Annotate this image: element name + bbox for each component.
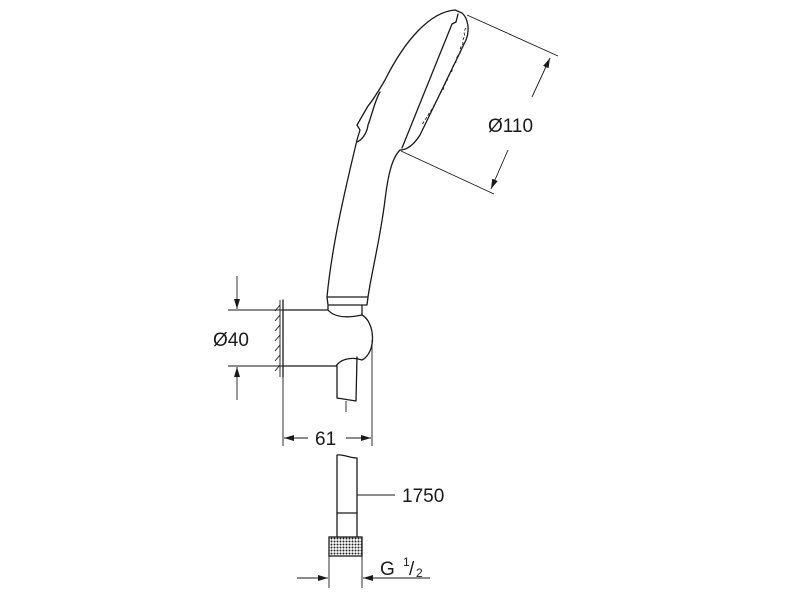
dimension-holder-projection: 61: [282, 340, 373, 450]
holder-projection-label: 61: [315, 429, 336, 450]
thread-numerator: 1: [403, 555, 410, 569]
wall-hatching: [274, 304, 281, 372]
holder-body: [282, 309, 374, 367]
shower-head-outline: [326, 9, 456, 298]
wall-holder: [274, 299, 374, 412]
hose-segment: [336, 454, 358, 538]
collar: [326, 296, 369, 316]
shower-face: [399, 9, 469, 151]
spray-button: [356, 91, 381, 143]
hose-upper: [336, 356, 358, 402]
hand-shower: [326, 9, 469, 316]
thread-denominator: 2: [416, 566, 423, 580]
shower-face-inner: [401, 13, 459, 149]
hose-nut: [328, 536, 363, 557]
spray-nozzles: [421, 27, 467, 126]
dimension-hose-length: 1750: [357, 486, 444, 507]
hose-length-label: 1750: [402, 486, 444, 507]
handle-right-edge: [367, 149, 401, 298]
dimension-head-diameter: Ø110: [400, 14, 559, 195]
thread-label: G: [380, 559, 395, 580]
dimension-holder-diameter: Ø40: [213, 276, 283, 400]
holder-diameter-label: Ø40: [213, 330, 249, 351]
dimension-thread: G 1 / 2: [297, 555, 430, 588]
thread-slash: /: [409, 559, 415, 580]
handle-seam: [367, 284, 371, 298]
hose-lower: [328, 454, 363, 557]
head-diameter-label: Ø110: [488, 116, 533, 137]
